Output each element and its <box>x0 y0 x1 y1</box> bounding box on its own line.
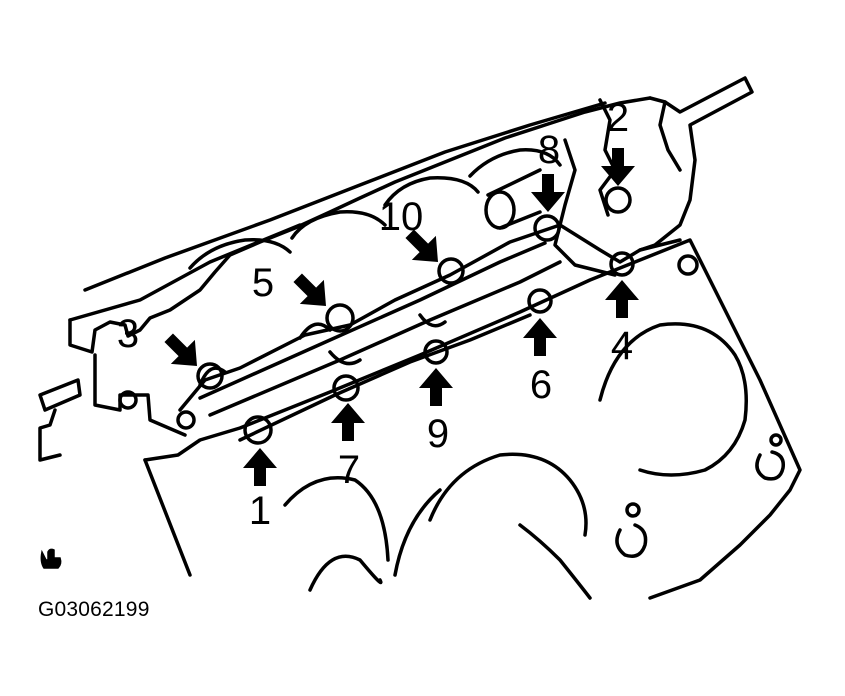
maker-mark-icon <box>40 548 62 569</box>
bolt-head-1 <box>243 415 273 445</box>
bolt-label-10: 10 <box>379 195 424 239</box>
bolt-head-8 <box>533 214 561 242</box>
arrow-up-4 <box>605 280 639 318</box>
bolt-label-6: 6 <box>530 363 552 407</box>
arrow-diag-5 <box>293 273 326 306</box>
bolt-head-4 <box>609 251 635 277</box>
bolt-label-4: 4 <box>611 324 633 368</box>
arrow-down-2 <box>601 148 635 186</box>
gasket-flange <box>178 223 682 442</box>
bolt-head-9 <box>423 339 449 365</box>
cylinder-head <box>143 238 802 600</box>
bolt-head-3 <box>196 362 224 390</box>
bolt-label-2: 2 <box>607 96 629 140</box>
bolt-label-1: 1 <box>249 489 271 533</box>
bolt-label-8: 8 <box>538 128 560 172</box>
arrows <box>164 148 639 486</box>
bolt-label-5: 5 <box>252 261 274 305</box>
arrow-up-1 <box>243 448 277 486</box>
bolt-label-3: 3 <box>117 312 139 356</box>
bolt-head-5 <box>325 303 355 333</box>
bolt-head-6 <box>527 288 553 314</box>
arrow-diag-10 <box>405 229 438 262</box>
bolt-number-labels: 1 2 3 4 5 6 7 8 9 10 <box>117 96 633 533</box>
bolt-label-9: 9 <box>427 412 449 456</box>
bolt-head-2 <box>604 186 632 214</box>
arrow-up-9 <box>419 368 453 406</box>
bolt-heads <box>196 186 635 445</box>
bolt-label-7: 7 <box>338 448 360 492</box>
intake-manifold <box>38 76 754 462</box>
arrow-up-6 <box>523 318 557 356</box>
figure-code: G03062199 <box>38 598 150 621</box>
arrow-down-8 <box>531 174 565 212</box>
bolt-head-10 <box>437 257 465 285</box>
arrow-diag-3 <box>164 333 197 366</box>
bolt-head-7 <box>332 374 360 402</box>
arrow-up-7 <box>331 403 365 441</box>
